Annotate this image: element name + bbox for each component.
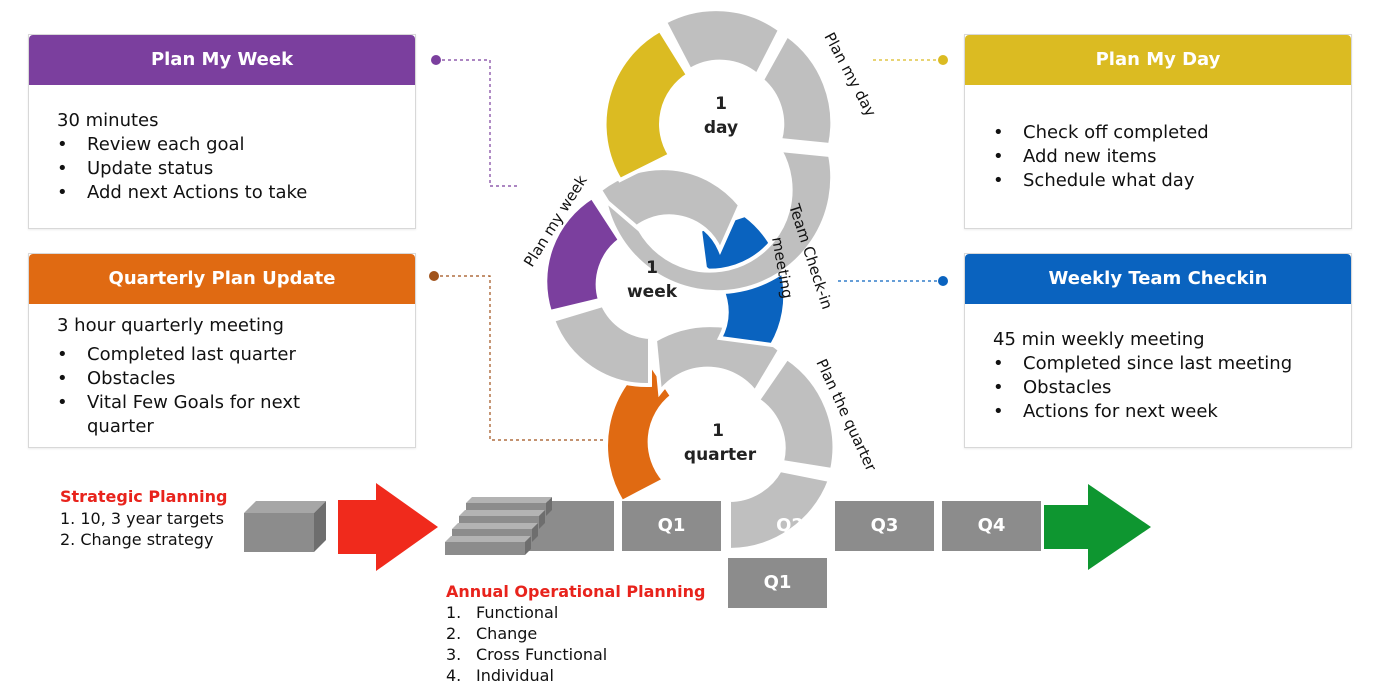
red-arrow-icon [338, 483, 438, 571]
day-yellow-segment [602, 27, 691, 183]
list-item: Completed last quarter [57, 343, 355, 367]
connector-plan-week [436, 59, 518, 187]
green-arrow-icon [1044, 484, 1151, 570]
list-item: Obstacles [993, 376, 1351, 400]
plan-my-day-card: Plan My Day Check off completed Add new … [964, 34, 1352, 229]
annual-operational-planning-list: 1.Functional 2.Change 3.Cross Functional… [446, 602, 705, 686]
week-gray-segment [550, 302, 652, 388]
connector-dot [431, 55, 441, 65]
day-gray-segment [759, 32, 835, 148]
list-item: 4.Individual [446, 666, 554, 685]
plan-my-week-lead: 30 minutes [57, 110, 159, 131]
list-item: Completed since last meeting [993, 352, 1351, 376]
annual-operational-planning: Annual Operational Planning 1.Functional… [446, 582, 705, 686]
quarter-center-line1: 1 [712, 421, 724, 441]
strategic-planning-title: Strategic Planning [60, 487, 228, 506]
quarter-box-q2: Q2 [776, 515, 804, 536]
quarterly-list: Completed last quarter Obstacles Vital F… [57, 343, 415, 439]
quarter-orange-segment [604, 357, 675, 505]
stacked-plates-icon [445, 497, 552, 555]
connector-dot [938, 55, 948, 65]
day-gray-segment [662, 7, 783, 79]
connector-dot [429, 271, 439, 281]
list-item: Vital Few Goals for next quarter [57, 391, 355, 439]
strategic-block-icon [244, 501, 326, 552]
list-item: Update status [57, 157, 415, 181]
quarter-box-q4: Q4 [942, 501, 1041, 551]
plan-my-day-list: Check off completed Add new items Schedu… [993, 121, 1351, 193]
weekly-team-checkin-card: Weekly Team Checkin 45 min weekly meetin… [964, 253, 1352, 448]
plan-my-week-list: Review each goal Update status Add next … [57, 133, 415, 205]
week-purple-segment [543, 194, 623, 315]
weekly-team-checkin-title: Weekly Team Checkin [965, 254, 1351, 304]
quarter-gray-segment [727, 467, 833, 553]
day-gray-segment [601, 147, 835, 295]
quarter-box-next-q1: Q1 [728, 558, 827, 608]
week-center-line1: 1 [646, 258, 658, 278]
plan-my-day-title: Plan My Day [965, 35, 1351, 85]
strategic-planning: Strategic Planning 1. 10, 3 year targets… [60, 487, 227, 550]
weekly-team-list: Completed since last meeting Obstacles A… [993, 352, 1351, 424]
day-center-line2: day [704, 118, 738, 138]
weekly-team-lead: 45 min weekly meeting [993, 329, 1205, 350]
week-gray-segment [597, 166, 743, 256]
list-item: Actions for next week [993, 400, 1351, 424]
quarter-box-q3: Q3 [835, 501, 934, 551]
list-item: 1.Functional [446, 603, 559, 622]
quarter-box-q1: Q1 [622, 501, 721, 551]
list-item: 2. Change strategy [60, 530, 214, 549]
quarter-center-line2: quarter [684, 445, 757, 465]
list-item: 3.Cross Functional [446, 645, 608, 664]
connector-dot [938, 276, 948, 286]
connector-lines [434, 59, 943, 441]
week-center-line2: week [627, 282, 678, 302]
strategic-planning-list: 1. 10, 3 year targets 2. Change strategy [60, 508, 227, 550]
list-item: Check off completed [993, 121, 1351, 145]
list-item: 1. 10, 3 year targets [60, 509, 224, 528]
quarterly-lead: 3 hour quarterly meeting [57, 315, 284, 336]
list-item: Schedule what day [993, 169, 1351, 193]
list-item: Add new items [993, 145, 1351, 169]
day-center-line1: 1 [715, 94, 727, 114]
annual-operational-planning-title: Annual Operational Planning [446, 582, 706, 601]
list-item: Obstacles [57, 367, 355, 391]
quarterly-plan-update-title: Quarterly Plan Update [29, 254, 415, 304]
connector-quarterly [434, 275, 606, 441]
list-item: Review each goal [57, 133, 415, 157]
day-cycle [601, 7, 835, 295]
plan-my-week-card: Plan My Week 30 minutes Review each goal… [28, 34, 416, 229]
list-item: 2.Change [446, 624, 538, 643]
quarter-gray-segment [755, 355, 837, 473]
quarterly-plan-update-card: Quarterly Plan Update 3 hour quarterly m… [28, 253, 416, 448]
list-item: Add next Actions to take [57, 181, 415, 205]
plan-my-week-title: Plan My Week [29, 35, 415, 85]
